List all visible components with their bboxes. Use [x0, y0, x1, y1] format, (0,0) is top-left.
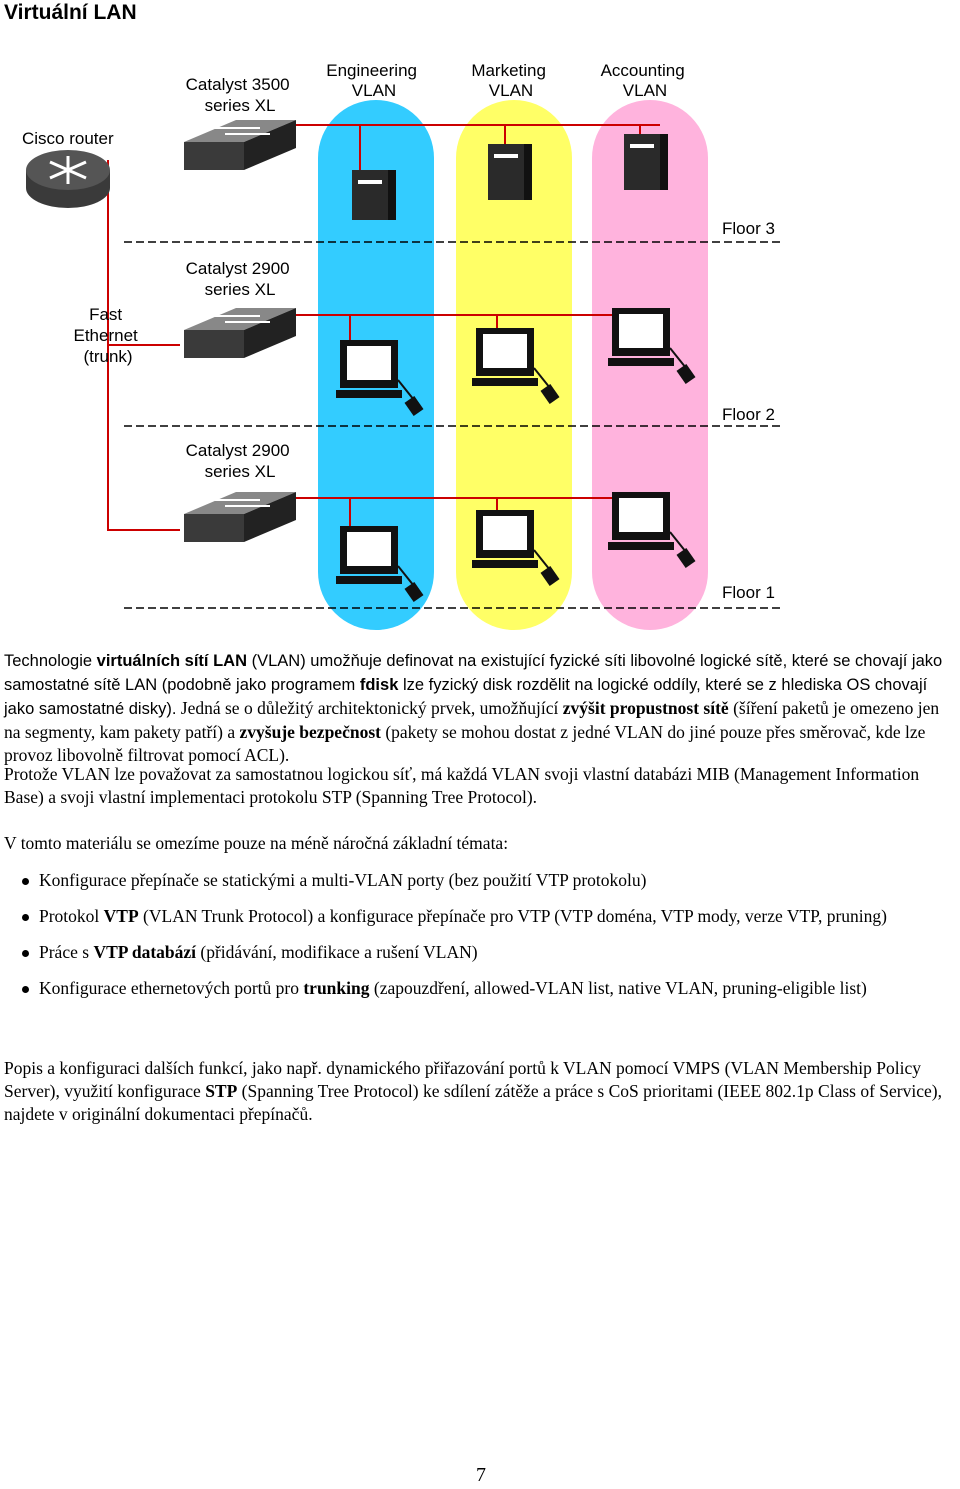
- marketing-vlan-label: Marketing VLAN: [471, 61, 550, 100]
- bullet-icon: [22, 878, 29, 885]
- intro-bold-fdisk: fdisk: [359, 676, 399, 694]
- closing-paragraph: Popis a konfiguraci dalších funkcí, jako…: [4, 1057, 959, 1126]
- intro-text-4: Jedná se o důležitý architektonický prve…: [176, 698, 563, 718]
- server-icon-accounting: [624, 134, 668, 190]
- vlan-diagram: Catalyst 3500 series XL Cisco router Eng…: [22, 61, 782, 630]
- topics-list: Konfigurace přepínače se statickými a mu…: [4, 869, 904, 1013]
- topics-intro: V tomto materiálu se omezíme pouze na mé…: [4, 833, 509, 853]
- intro-paragraph: Technologie virtuálních sítí LAN (VLAN) …: [4, 649, 959, 767]
- cisco-router-icon: [26, 150, 110, 208]
- intro-text-1: Technologie: [4, 652, 97, 670]
- list-item: Konfigurace ethernetových portů pro trun…: [4, 977, 904, 1000]
- catalyst-2900-label-floor1: Catalyst 2900 series XL: [186, 441, 295, 481]
- page-heading: Virtuální LAN: [4, 1, 137, 24]
- cisco-router-label: Cisco router: [22, 129, 114, 148]
- trunk-lines: [107, 124, 660, 531]
- mib-paragraph: Protože VLAN lze považovat za samostatno…: [4, 764, 920, 807]
- page-number: 7: [476, 1464, 486, 1486]
- server-icon-engineering: [352, 170, 396, 220]
- bullet-icon: [22, 986, 29, 993]
- list-item: Protokol VTP (VLAN Trunk Protocol) a kon…: [4, 905, 904, 928]
- intro-bold-security: zvyšuje bezpečnost: [239, 722, 381, 742]
- floor2-label: Floor 2: [722, 405, 775, 424]
- intro-text-3: lze fyzický disk rozdělit na logické odd…: [4, 676, 928, 718]
- server-icon-marketing: [488, 144, 532, 200]
- intro-bold-vlan: virtuálních sítí LAN: [96, 652, 248, 670]
- closing-bold-stp: STP: [205, 1081, 238, 1101]
- catalyst-2900-switch-icon-floor1: [184, 492, 296, 542]
- closing-text-2: (Spanning Tree Protocol) ke sdílení zátě…: [4, 1081, 942, 1124]
- engineering-vlan-label: Engineering VLAN: [326, 61, 421, 100]
- catalyst-2900-label-floor2: Catalyst 2900 series XL: [186, 259, 295, 299]
- catalyst-2900-switch-icon-floor2: [184, 308, 296, 358]
- workstation-icon-marketing-floor1: [472, 510, 560, 586]
- workstation-icon-accounting-floor2: [608, 308, 696, 384]
- workstation-icon-engineering-floor1: [336, 526, 424, 602]
- closing-text-1: Popis a konfiguraci dalších funkcí, jako…: [4, 1058, 921, 1101]
- list-item: Práce s VTP databází (přidávání, modifik…: [4, 941, 904, 964]
- floor3-label: Floor 3: [722, 219, 775, 238]
- workstation-icon-engineering-floor2: [336, 340, 424, 416]
- workstation-icon-accounting-floor1: [608, 492, 696, 568]
- bullet-icon: [22, 914, 29, 921]
- intro-text-5: (šíření paketů je omezeno jen na segment…: [4, 698, 940, 742]
- fast-ethernet-trunk-label: Fast Ethernet (trunk): [74, 305, 143, 366]
- workstation-icon-marketing-floor2: [472, 328, 560, 404]
- list-item: Konfigurace přepínače se statickými a mu…: [4, 869, 904, 892]
- intro-text-2: (VLAN) umožňuje definovat na existující …: [4, 652, 943, 694]
- bullet-icon: [22, 950, 29, 957]
- intro-bold-throughput: zvýšit propustnost sítě: [562, 698, 729, 718]
- floor1-label: Floor 1: [722, 583, 775, 602]
- accounting-vlan-label: Accounting VLAN: [601, 61, 690, 100]
- catalyst-3500-label: Catalyst 3500 series XL: [186, 75, 295, 115]
- catalyst-3500-switch-icon: [184, 120, 296, 170]
- intro-text-6: (pakety se mohou dostat z jedné VLAN do …: [4, 722, 926, 765]
